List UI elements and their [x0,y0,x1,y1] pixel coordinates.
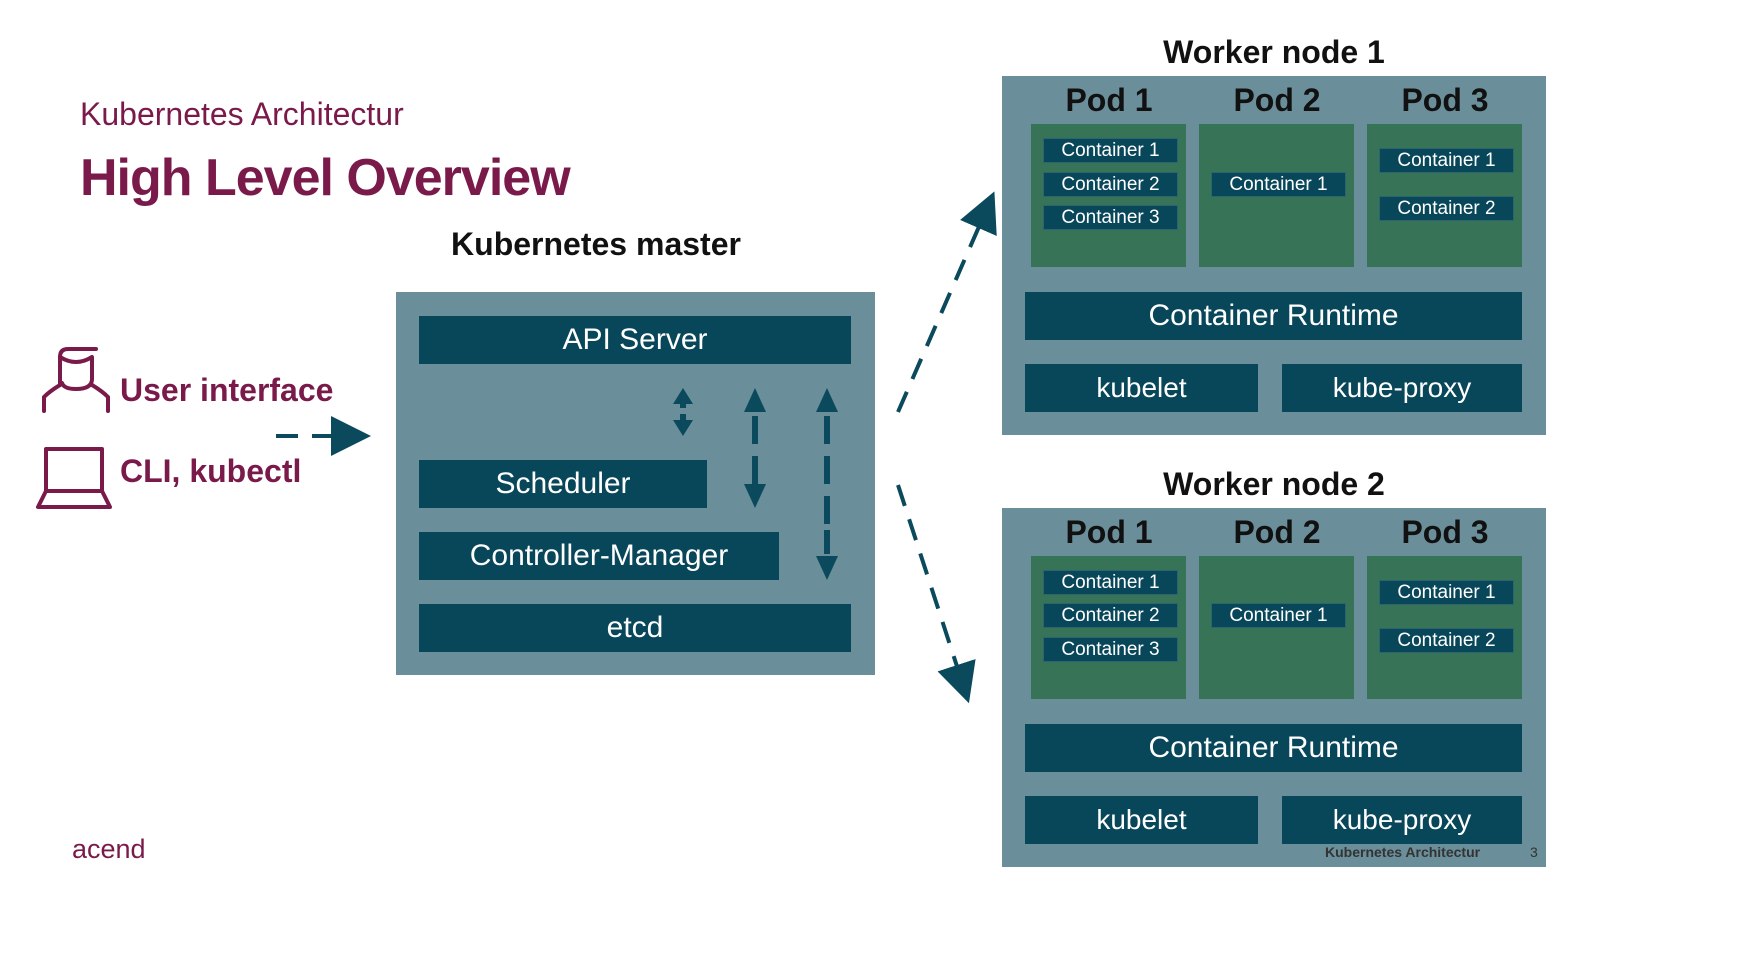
user-interface-label: User interface [120,372,334,408]
container: Container 1 [1379,580,1514,605]
pod-label: Pod 1 [1065,82,1153,118]
kube-proxy: kube-proxy [1282,364,1522,412]
worker2-title: Worker node 2 [1163,466,1385,502]
page-number: 3 [1530,844,1538,860]
user-icon [40,345,112,415]
pod-3 [1367,556,1522,699]
cli-label: CLI, kubectl [120,453,302,489]
container: Container 1 [1379,148,1514,173]
container-runtime: Container Runtime [1025,292,1522,340]
worker1-title: Worker node 1 [1163,34,1385,70]
kube-proxy: kube-proxy [1282,796,1522,844]
container: Container 2 [1379,196,1514,221]
page-subtitle: Kubernetes Architectur [80,96,404,132]
kubelet: kubelet [1025,796,1258,844]
pod-label: Pod 2 [1233,514,1321,550]
container: Container 1 [1043,570,1178,595]
container: Container 1 [1043,138,1178,163]
container: Container 2 [1043,172,1178,197]
pod-label: Pod 2 [1233,82,1321,118]
scheduler: Scheduler [419,460,707,508]
pod-label: Pod 1 [1065,514,1153,550]
container: Container 3 [1043,205,1178,230]
pod-3 [1367,124,1522,267]
api-server: API Server [419,316,851,364]
container: Container 1 [1211,603,1346,628]
container: Container 2 [1043,603,1178,628]
controller-manager: Controller-Manager [419,532,779,580]
container: Container 2 [1379,628,1514,653]
footer-section: Kubernetes Architectur [1325,844,1481,860]
page-title: High Level Overview [80,149,571,207]
acend-logo: acend [72,834,146,864]
container: Container 1 [1211,172,1346,197]
master-title: Kubernetes master [451,226,741,262]
laptop-icon [36,445,112,509]
container: Container 3 [1043,637,1178,662]
pod-label: Pod 3 [1401,514,1489,550]
pod-label: Pod 3 [1401,82,1489,118]
kubelet: kubelet [1025,364,1258,412]
etcd: etcd [419,604,851,652]
container-runtime: Container Runtime [1025,724,1522,772]
